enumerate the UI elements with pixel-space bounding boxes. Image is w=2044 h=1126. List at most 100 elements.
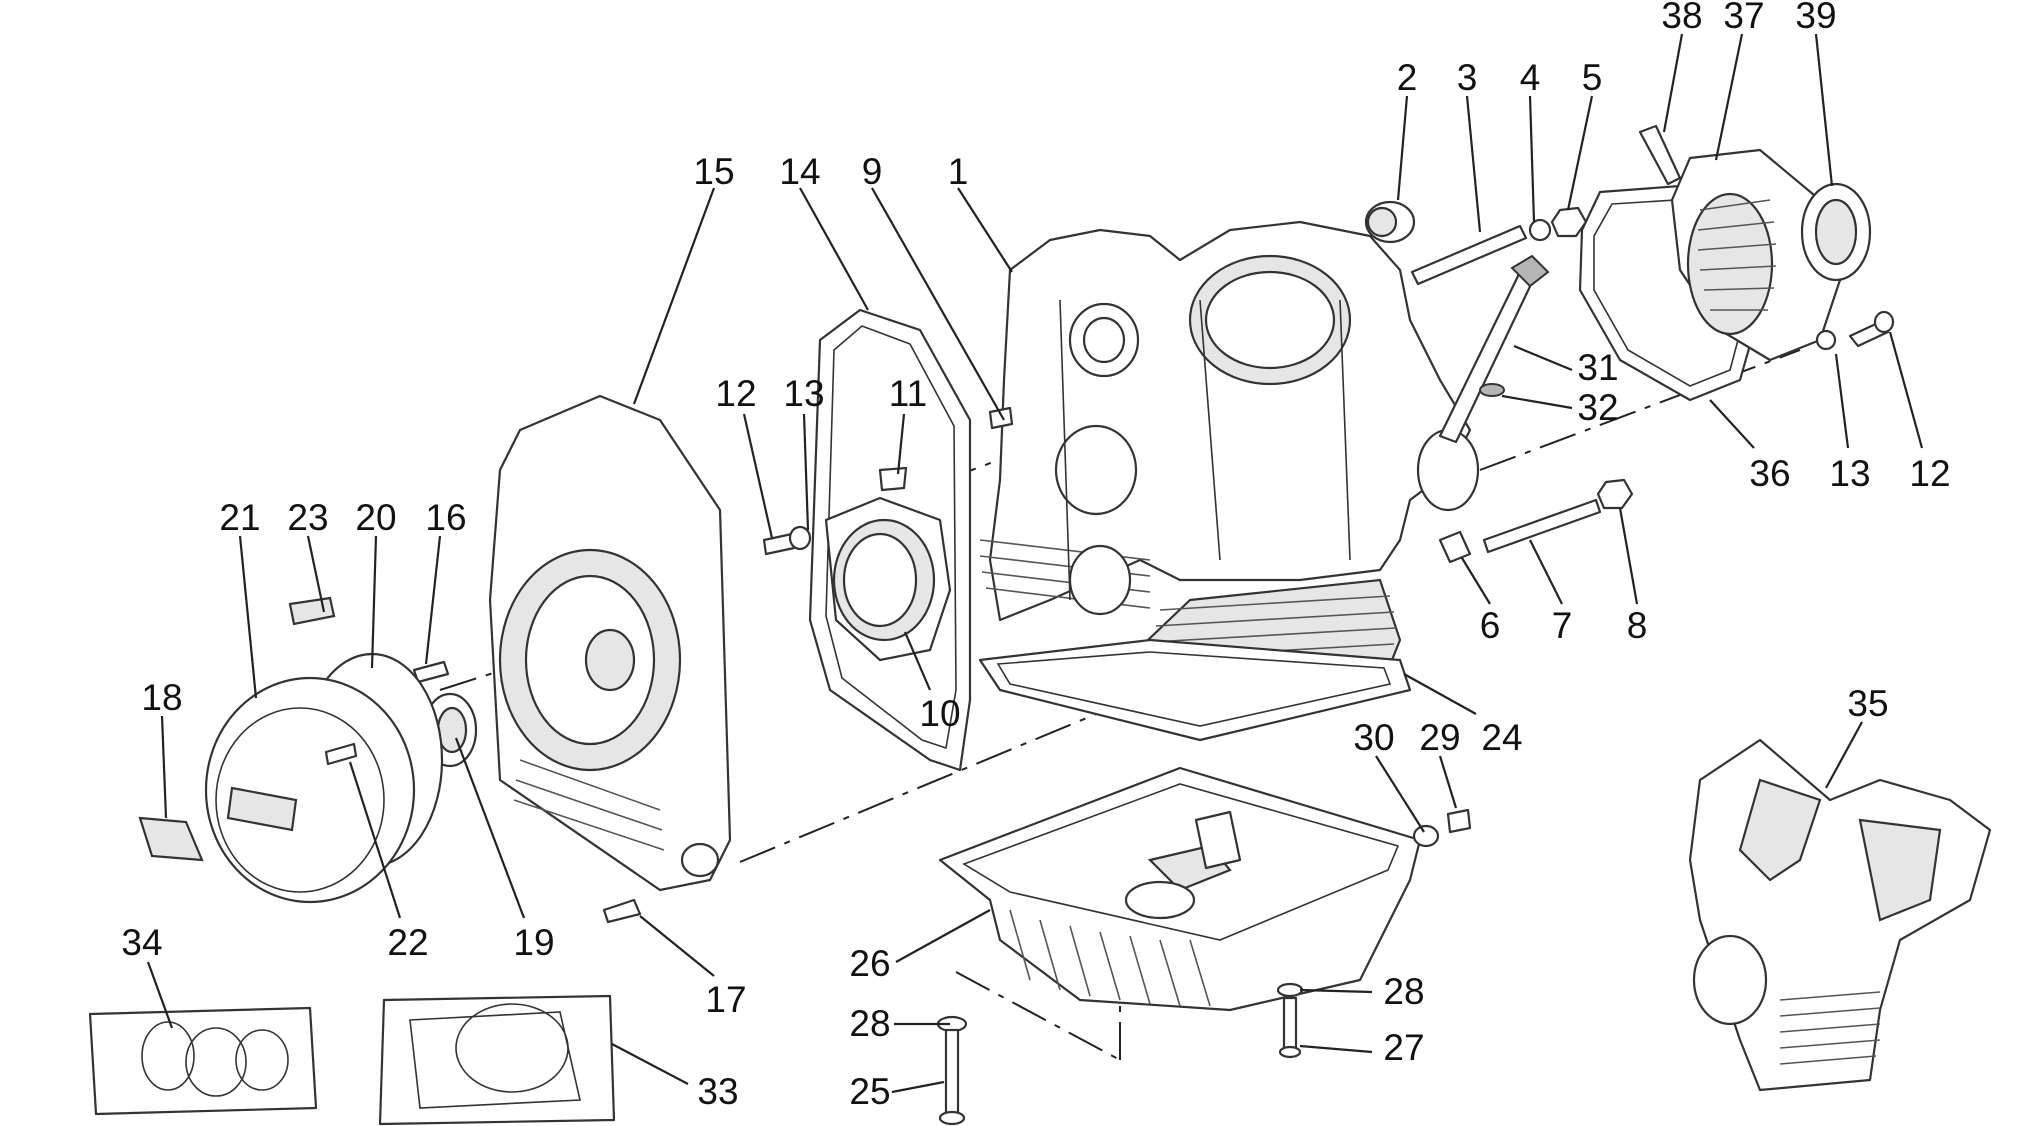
- leader-line-c13: [802, 413, 810, 531]
- part-34-oring-kit: [88, 1006, 318, 1116]
- callout-number-c26: 26: [849, 943, 890, 984]
- leader-line-c25: [891, 1080, 945, 1094]
- leader-line-c34: [146, 961, 174, 1029]
- cover-ribs: [1697, 199, 1777, 311]
- part-26-oil-sump: [938, 766, 1422, 1012]
- leader-line-c38: [1662, 33, 1684, 133]
- leader-line-c24: [1403, 673, 1477, 715]
- leader-line-c29: [1438, 755, 1458, 809]
- callout-number-c4: 4: [1520, 57, 1541, 98]
- callout-number-c12b: 12: [1909, 453, 1950, 494]
- callout-number-c29: 29: [1419, 717, 1460, 758]
- part-31-dipstick: [1438, 254, 1550, 444]
- part-5-nut: [1550, 206, 1588, 238]
- part-10-timing-cover-plate: [824, 496, 952, 662]
- part-35-complete-engine: [1688, 738, 1992, 1092]
- callout-number-c17: 17: [705, 979, 746, 1020]
- callout-number-c27: 27: [1383, 1027, 1424, 1068]
- callout-number-c24: 24: [1481, 717, 1522, 758]
- part-29-30-drain-plug: [1412, 808, 1472, 848]
- part-15-timing-cover: [488, 394, 732, 892]
- callout-number-c15: 15: [693, 151, 734, 192]
- callout-number-c25: 25: [849, 1071, 890, 1112]
- part-7-stud: [1482, 498, 1602, 554]
- leader-line-c14: [799, 187, 869, 311]
- leader-line-c15: [632, 187, 716, 405]
- part-27-28-screw: [1276, 982, 1304, 1059]
- leader-line-c6: [1461, 557, 1491, 605]
- callout-number-c10: 10: [919, 693, 960, 734]
- callout-number-c3: 3: [1457, 57, 1478, 98]
- leader-line-c28b: [1299, 988, 1373, 994]
- callout-number-c37: 37: [1723, 0, 1764, 36]
- leader-line-c12: [742, 413, 774, 539]
- callout-number-c30: 30: [1353, 717, 1394, 758]
- callout-number-c8: 8: [1627, 605, 1648, 646]
- leader-line-c1: [957, 187, 1013, 273]
- part-25-28-bolt: [936, 1015, 968, 1126]
- leader-line-c10: [903, 631, 932, 691]
- callout-number-c5: 5: [1582, 57, 1603, 98]
- callout-number-c23: 23: [287, 497, 328, 538]
- leader-line-c22: [348, 761, 402, 919]
- leader-line-c2: [1396, 95, 1409, 201]
- part-33-gasket-kit: [378, 994, 616, 1126]
- leader-line-c32: [1501, 394, 1573, 410]
- leader-line-c20: [370, 535, 378, 669]
- part-8-nut: [1596, 478, 1634, 510]
- leader-line-c16: [424, 535, 442, 665]
- leader-line-c8: [1618, 507, 1639, 605]
- callout-number-c31: 31: [1577, 347, 1618, 388]
- callout-number-c36: 36: [1749, 453, 1790, 494]
- callout-number-c38: 38: [1661, 0, 1702, 36]
- callout-number-c2: 2: [1397, 57, 1418, 98]
- callout-number-c7: 7: [1552, 605, 1573, 646]
- leader-line-c26: [895, 909, 991, 963]
- leader-line-c5: [1566, 95, 1594, 211]
- leader-line-c13b: [1834, 353, 1850, 449]
- leader-line-c31: [1513, 344, 1573, 372]
- part-22-screw: [324, 742, 358, 766]
- leader-line-c4: [1528, 95, 1536, 223]
- callout-number-c16: 16: [425, 497, 466, 538]
- leader-line-c36: [1709, 399, 1755, 449]
- callout-number-c14: 14: [779, 151, 820, 192]
- leader-line-c3: [1465, 95, 1482, 233]
- leader-line-c39: [1814, 33, 1834, 187]
- part-24-sump-gasket: [978, 638, 1412, 742]
- leader-line-c17: [639, 915, 715, 977]
- leader-line-c23: [306, 535, 326, 613]
- leader-line-c7: [1529, 539, 1563, 605]
- engine-fins: [1779, 991, 1881, 1065]
- callout-number-c13: 13: [783, 373, 824, 414]
- callout-number-c18: 18: [141, 677, 182, 718]
- part-37-cover: [1670, 148, 1842, 362]
- part-3-stud: [1410, 224, 1528, 286]
- callout-number-c35: 35: [1847, 683, 1888, 724]
- callout-number-c6: 6: [1480, 605, 1501, 646]
- callout-number-c28b: 28: [1383, 971, 1424, 1012]
- leader-line-c37: [1714, 33, 1744, 161]
- leader-line-c19: [454, 737, 526, 919]
- part-9-dowel: [988, 406, 1014, 430]
- callout-number-c11: 11: [889, 373, 927, 414]
- leader-line-c11: [896, 413, 906, 475]
- callout-number-c19: 19: [513, 922, 554, 963]
- callout-number-c1: 1: [948, 151, 969, 192]
- leader-line-c35: [1825, 721, 1863, 789]
- leader-line-c9: [871, 187, 1005, 421]
- leader-line-c12b: [1888, 331, 1924, 449]
- leader-line-c27: [1299, 1044, 1373, 1054]
- part-2-plug: [1364, 200, 1416, 244]
- part-4-washer: [1528, 218, 1552, 242]
- leader-line-c30: [1375, 755, 1425, 833]
- part-11-plug: [878, 466, 908, 492]
- part-18-plate: [138, 816, 204, 862]
- part-38-screw: [1638, 124, 1682, 186]
- part-12-13-left-screw: [762, 525, 812, 556]
- part-16-screw: [412, 660, 450, 684]
- callout-number-c13b: 13: [1829, 453, 1870, 494]
- part-6-bush: [1438, 530, 1472, 564]
